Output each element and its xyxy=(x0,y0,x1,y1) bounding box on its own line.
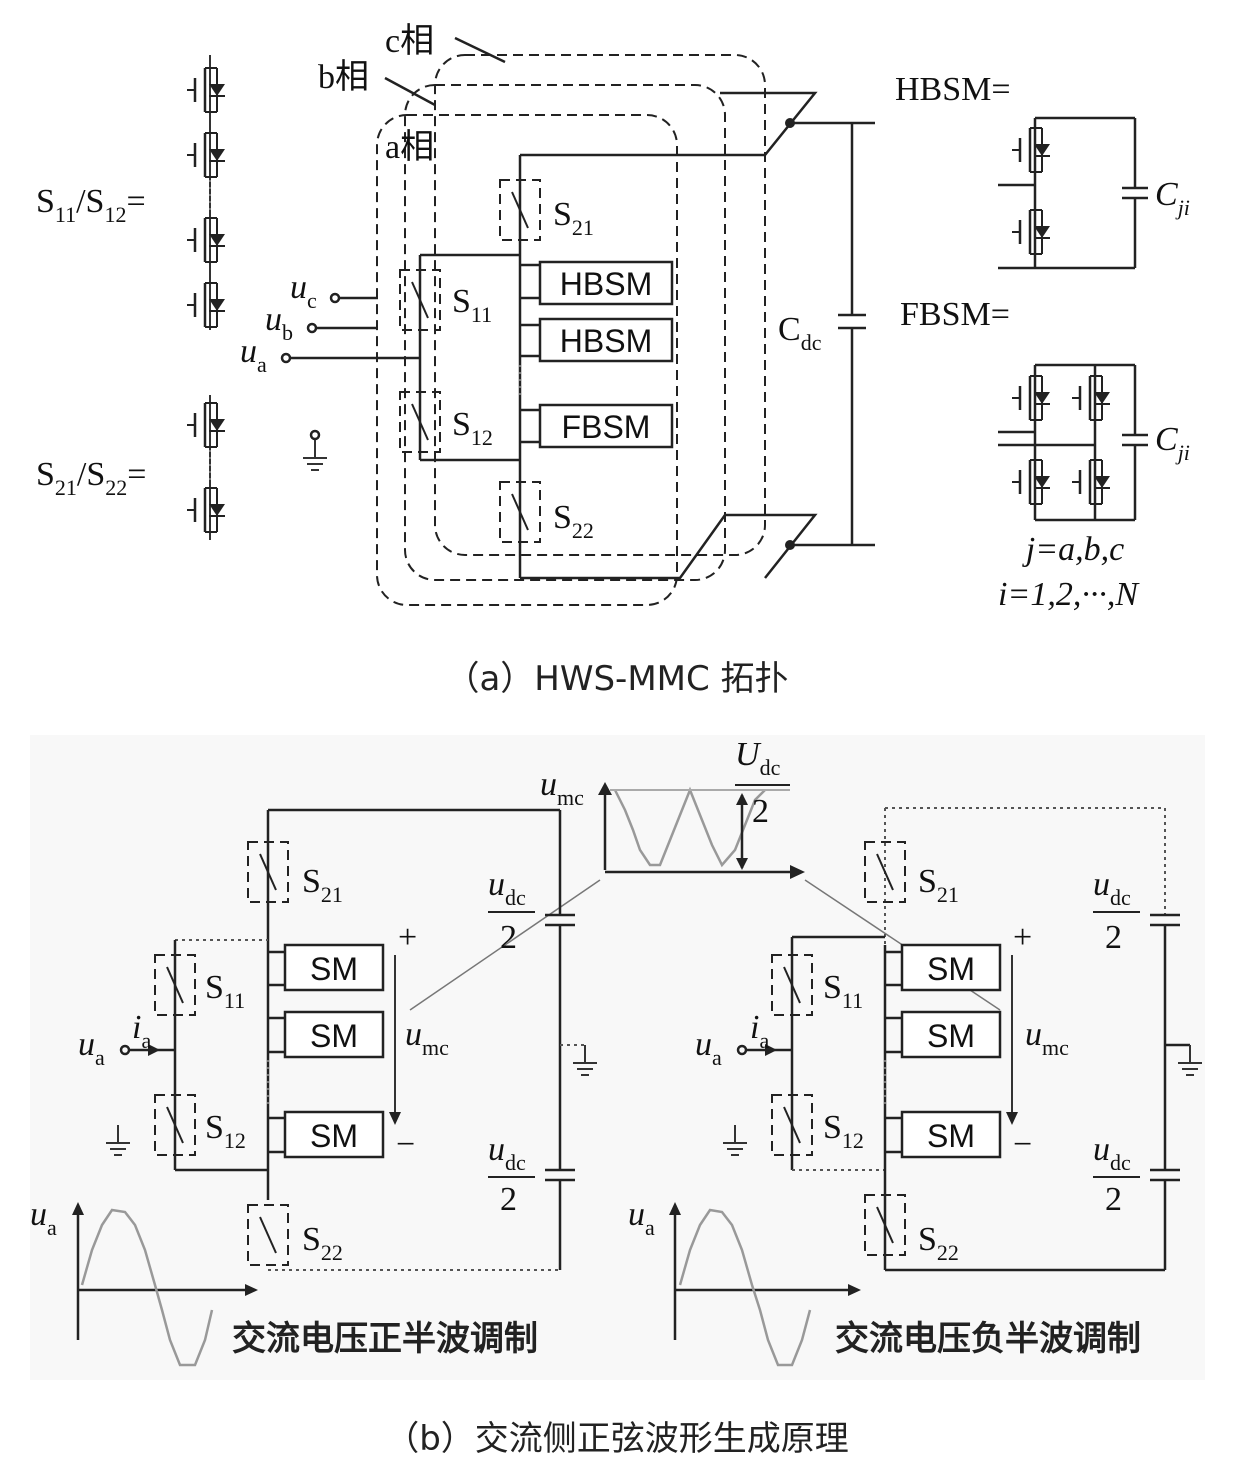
right-caption: 交流电压负半波调制 xyxy=(835,1319,1141,1359)
phase-b-outline xyxy=(404,84,726,581)
figure-a: S11/S12= S21/S22= c相 b相 a相 xyxy=(36,22,1190,699)
switch-s22-label: S22 xyxy=(553,499,594,543)
switch-s12-label: S12 xyxy=(452,406,493,450)
svg-text:S12: S12 xyxy=(205,1109,246,1153)
phase-a-label: a相 xyxy=(385,128,434,166)
svg-text:2: 2 xyxy=(500,1181,517,1218)
caption-b: （b）交流侧正弦波形生成原理 xyxy=(385,1419,849,1459)
svg-text:2: 2 xyxy=(1105,919,1122,956)
svg-text:S22: S22 xyxy=(918,1221,959,1265)
svg-text:ia: ia xyxy=(750,1009,769,1053)
module-hbsm-1: HBSM xyxy=(520,260,674,306)
index-i: i=1,2,···,N xyxy=(998,576,1140,613)
umc-axis-label: umc xyxy=(540,766,584,810)
module-hbsm-2: HBSM xyxy=(520,317,674,363)
svg-text:−: − xyxy=(1013,1126,1032,1163)
svg-text:S21/S22=: S21/S22= xyxy=(36,456,146,500)
umc-waveform: umc Udc 2 xyxy=(540,736,805,879)
svg-text:Cji: Cji xyxy=(1155,176,1190,220)
svg-text:udc: udc xyxy=(488,866,526,910)
igbt-stack-bottom xyxy=(185,395,227,540)
phase-c-outline xyxy=(434,54,766,556)
hbsm-circuit: Cji xyxy=(998,116,1190,270)
svg-text:+: + xyxy=(1013,919,1032,956)
svg-text:SM: SM xyxy=(310,1118,358,1154)
svg-text:Cji: Cji xyxy=(1155,421,1190,465)
udc-over-2-label: Udc xyxy=(735,736,781,780)
phase-b-label: b相 xyxy=(318,58,369,96)
ac-inputs: uc ub ua xyxy=(240,269,420,471)
svg-text:2: 2 xyxy=(500,919,517,956)
svg-text:SM: SM xyxy=(927,1118,975,1154)
svg-text:S11: S11 xyxy=(205,969,245,1013)
svg-text:HBSM: HBSM xyxy=(560,266,652,302)
svg-text:FBSM: FBSM xyxy=(562,409,651,445)
module-fbsm: FBSM xyxy=(520,403,674,449)
fbsm-circuit: Cji xyxy=(998,363,1190,522)
svg-text:umc: umc xyxy=(1025,1016,1069,1060)
svg-text:ua: ua xyxy=(30,1196,57,1240)
left-circuit: S21 S11 S12 SM SM SM S22 + xyxy=(30,808,598,1367)
svg-text:udc: udc xyxy=(1093,1131,1131,1175)
svg-text:2: 2 xyxy=(1105,1181,1122,1218)
svg-text:SM: SM xyxy=(927,951,975,987)
svg-text:SM: SM xyxy=(927,1018,975,1054)
caption-a: （a）HWS-MMC 拓扑 xyxy=(445,659,788,699)
svg-text:S12: S12 xyxy=(823,1109,864,1153)
switch-s21-label: S21 xyxy=(553,196,594,240)
phase-c-label: c相 xyxy=(385,22,434,60)
fbsm-definition: FBSM= xyxy=(900,296,1010,333)
figure-b: umc Udc 2 S21 S11 S12 SM S xyxy=(30,735,1205,1459)
phase-a-outline xyxy=(376,114,678,606)
svg-text:S11: S11 xyxy=(823,969,863,1013)
svg-text:S11/S12=: S11/S12= xyxy=(36,183,146,227)
svg-text:ua: ua xyxy=(240,333,267,377)
s21-s22-definition: S21/S22= xyxy=(36,456,146,500)
svg-text:+: + xyxy=(398,919,417,956)
svg-text:ua: ua xyxy=(78,1026,105,1070)
left-caption: 交流电压正半波调制 xyxy=(232,1319,538,1359)
svg-text:−: − xyxy=(396,1126,415,1163)
svg-text:umc: umc xyxy=(405,1016,449,1060)
svg-text:2: 2 xyxy=(752,793,769,830)
cdc-label: Cdc xyxy=(778,311,822,355)
svg-text:udc: udc xyxy=(1093,866,1131,910)
svg-text:S21: S21 xyxy=(918,863,959,907)
s11-s12-definition: S11/S12= xyxy=(36,183,146,227)
igbt-stack-top xyxy=(185,55,227,330)
svg-text:S21: S21 xyxy=(302,863,343,907)
svg-text:S22: S22 xyxy=(302,1221,343,1265)
right-circuit: S21 S11 S12 SM SM SM S22 + xyxy=(628,807,1203,1367)
svg-text:ia: ia xyxy=(132,1009,151,1053)
svg-text:uc: uc xyxy=(290,269,317,313)
svg-text:SM: SM xyxy=(310,1018,358,1054)
svg-text:ua: ua xyxy=(695,1026,722,1070)
hbsm-definition: HBSM= xyxy=(895,71,1011,108)
svg-text:HBSM: HBSM xyxy=(560,323,652,359)
svg-text:SM: SM xyxy=(310,951,358,987)
svg-text:udc: udc xyxy=(488,1131,526,1175)
switch-s11-label: S11 xyxy=(452,283,492,327)
index-j: j=a,b,c xyxy=(1022,531,1124,568)
svg-text:ub: ub xyxy=(265,301,293,345)
svg-text:ua: ua xyxy=(628,1196,655,1240)
